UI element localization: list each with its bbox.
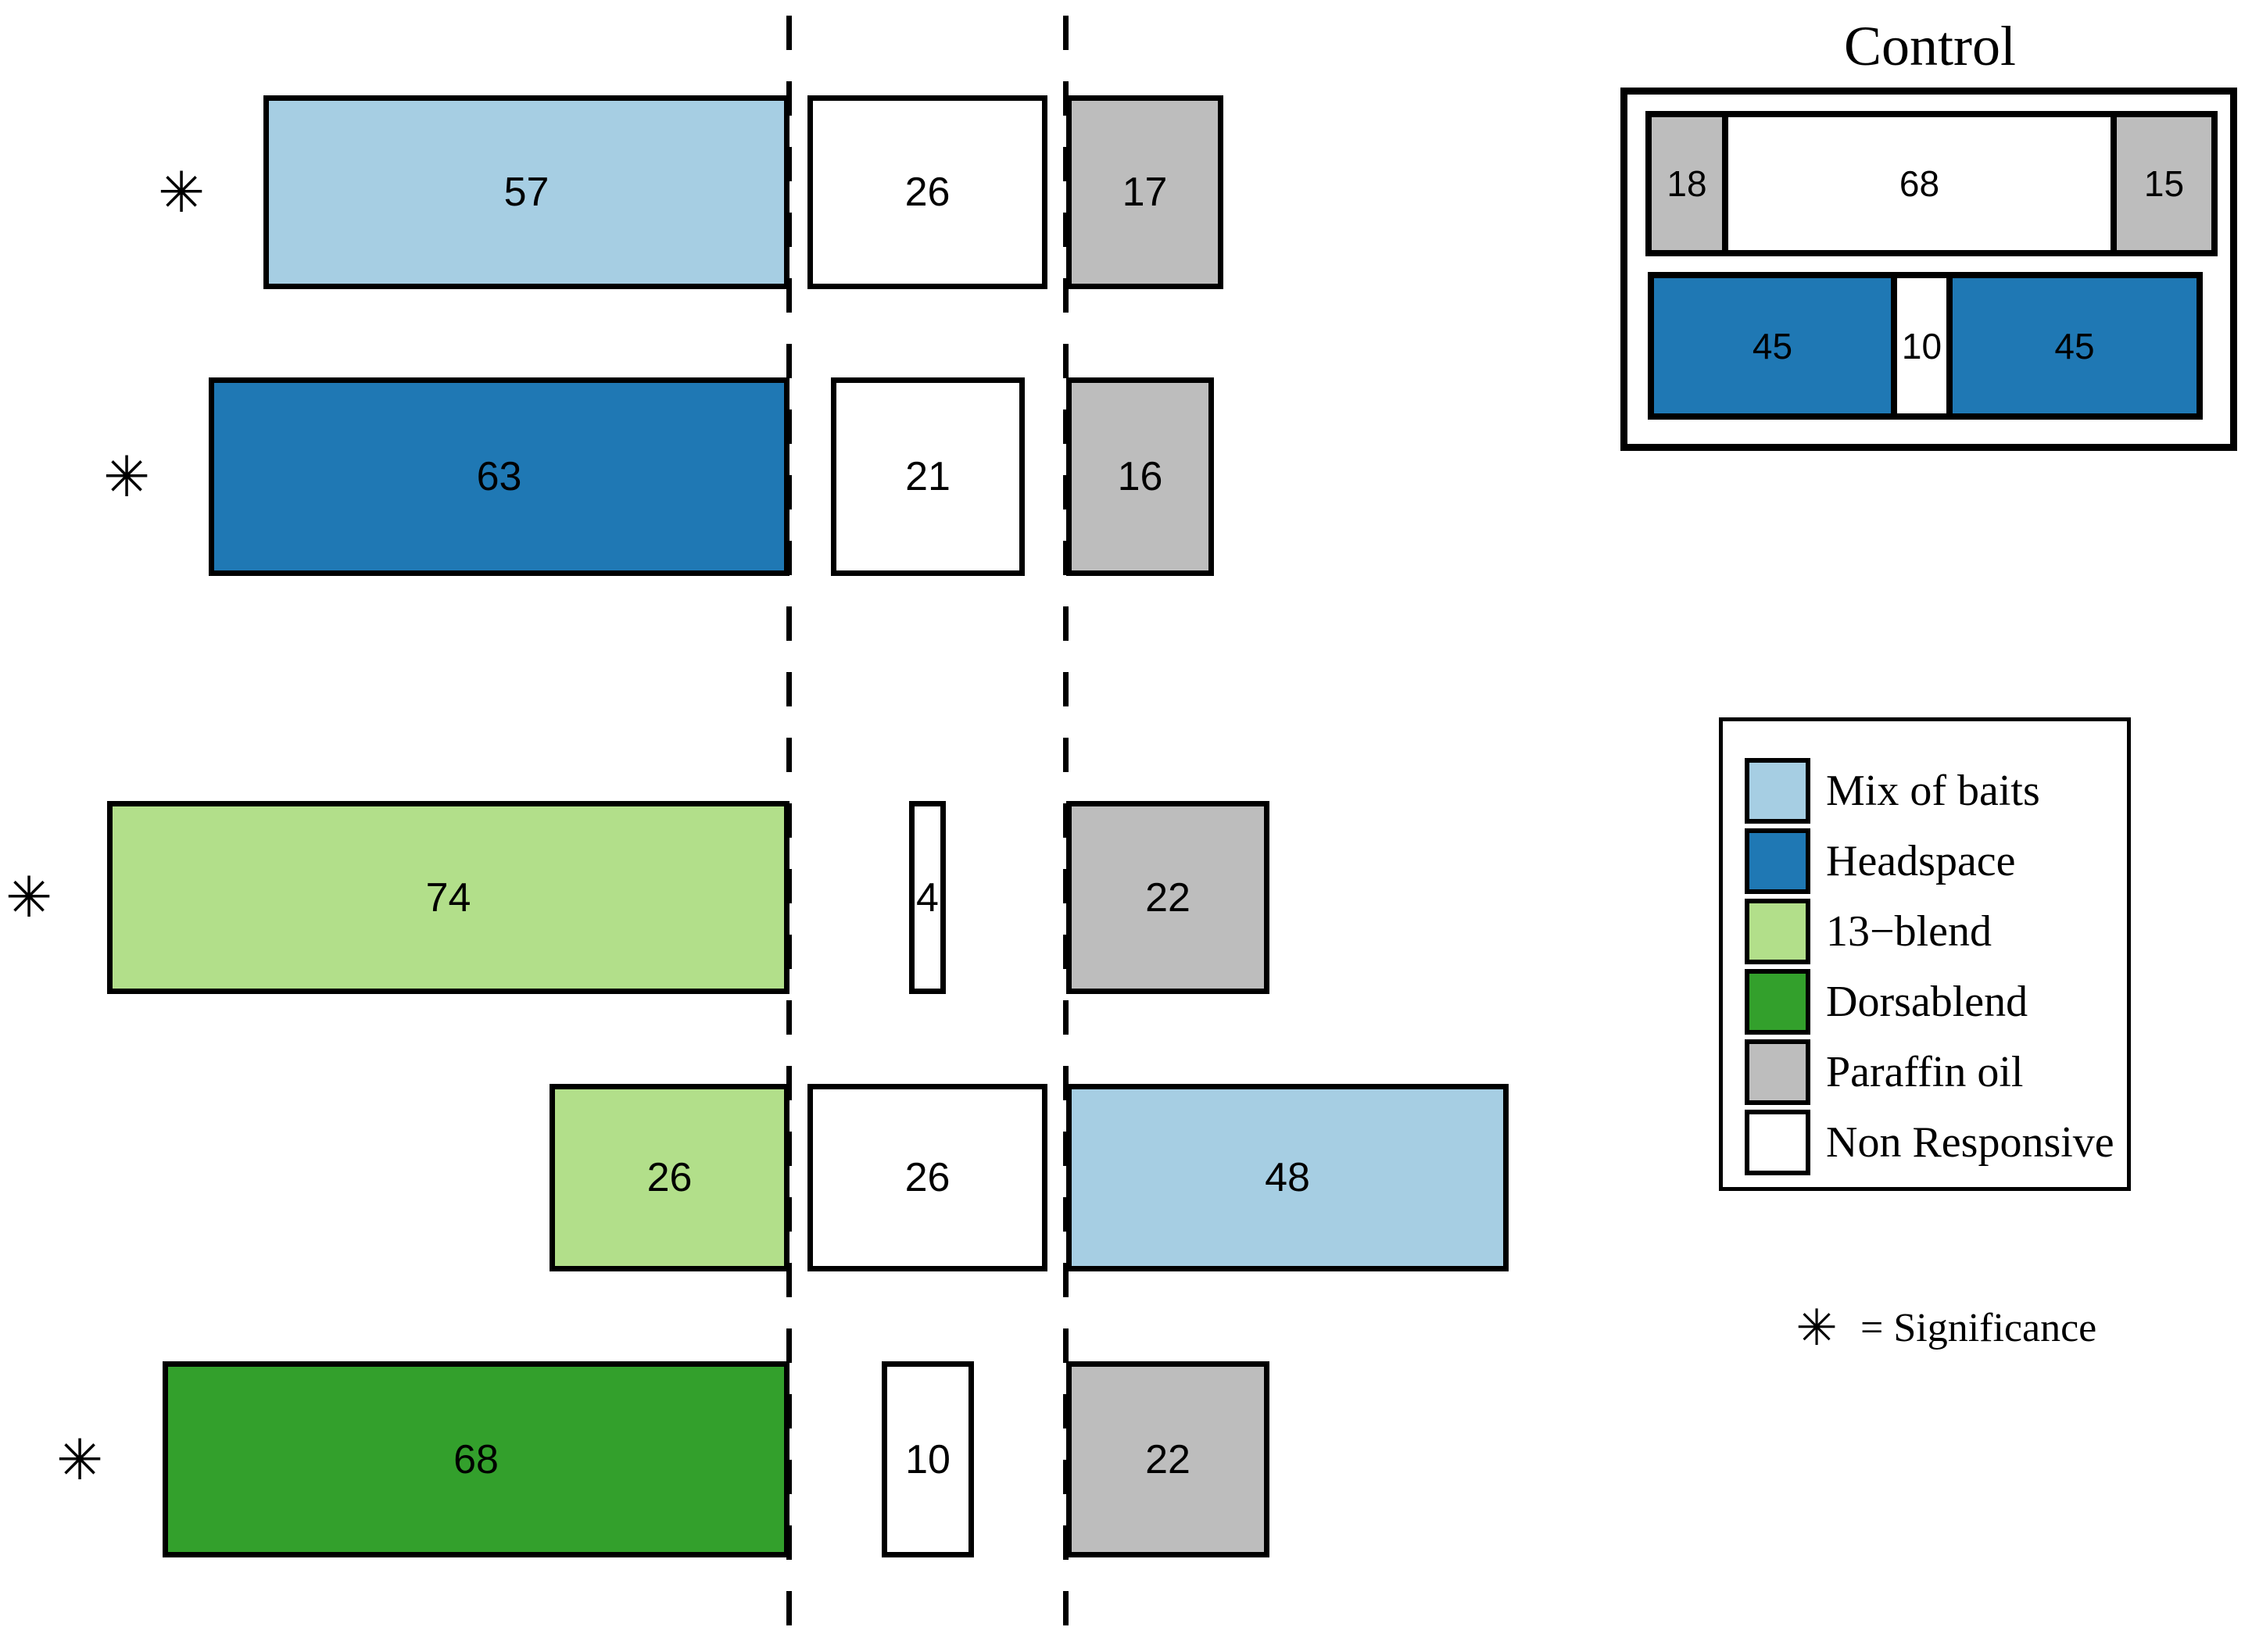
bar-row4-treatment: 26 bbox=[550, 1084, 789, 1271]
legend-swatch-13-blend bbox=[1745, 899, 1810, 964]
bar-value: 18 bbox=[1667, 163, 1707, 204]
bar-value: 45 bbox=[2054, 325, 2095, 367]
legend-label-paraffin-oil: Paraffin oil bbox=[1826, 1048, 2024, 1096]
bar-row1-treatment: 57 bbox=[263, 95, 789, 289]
bar-value: 63 bbox=[476, 454, 522, 499]
bar-value: 22 bbox=[1145, 874, 1190, 921]
bar-row3-treatment: 74 bbox=[107, 801, 789, 994]
bar-value: 10 bbox=[905, 1436, 951, 1482]
legend-swatch-paraffin-oil bbox=[1745, 1039, 1810, 1105]
bar-row1-control-side: 17 bbox=[1066, 95, 1223, 289]
bar-row2-control-side: 16 bbox=[1066, 377, 1214, 576]
bar-value: 17 bbox=[1122, 170, 1168, 215]
legend-swatch-headspace bbox=[1745, 828, 1810, 894]
significance-asterisk-icon: ✳ bbox=[157, 159, 206, 225]
control-panel-title: Control bbox=[1843, 15, 2016, 77]
control-top-nonresponsive: 68 bbox=[1722, 111, 2117, 256]
control-bottom-headspace-right: 45 bbox=[1946, 272, 2203, 420]
bar-row4-nonresponsive: 26 bbox=[807, 1084, 1047, 1271]
legend-swatch-non-responsive bbox=[1745, 1110, 1810, 1175]
bar-row2-nonresponsive: 21 bbox=[831, 377, 1025, 576]
legend-swatch-dorsablend bbox=[1745, 969, 1810, 1035]
bar-value: 26 bbox=[904, 170, 951, 215]
dashed-line-right bbox=[1063, 16, 1069, 1652]
bar-value: 68 bbox=[1899, 163, 1940, 204]
bar-value: 15 bbox=[2143, 163, 2185, 204]
control-top-paraffin-left: 18 bbox=[1645, 111, 1728, 256]
legend-label-mix-of-baits: Mix of baits bbox=[1826, 767, 2040, 815]
bar-value: 45 bbox=[1752, 325, 1793, 367]
bar-value: 4 bbox=[916, 874, 939, 921]
significance-asterisk-icon: ✳ bbox=[5, 864, 53, 930]
legend-label-non-responsive: Non Responsive bbox=[1826, 1118, 2114, 1167]
bar-value: 16 bbox=[1117, 454, 1163, 499]
legend-label-headspace: Headspace bbox=[1826, 837, 2016, 885]
bar-row3-control-side: 22 bbox=[1066, 801, 1269, 994]
bar-value: 10 bbox=[1901, 325, 1942, 367]
bar-value: 48 bbox=[1265, 1155, 1310, 1200]
control-top-paraffin-right: 15 bbox=[2111, 111, 2218, 256]
significance-asterisk-icon: ✳ bbox=[102, 444, 151, 510]
bar-value: 74 bbox=[425, 874, 471, 921]
bar-value: 68 bbox=[453, 1436, 499, 1482]
control-bottom-headspace-left: 45 bbox=[1648, 272, 1897, 420]
bar-value: 26 bbox=[646, 1155, 693, 1200]
bar-value: 57 bbox=[503, 170, 550, 215]
bar-value: 21 bbox=[905, 454, 951, 499]
bar-row5-control-side: 22 bbox=[1066, 1361, 1269, 1557]
bar-value: 26 bbox=[904, 1155, 951, 1200]
bar-row2-treatment: 63 bbox=[209, 377, 789, 576]
control-bottom-nonresponsive: 10 bbox=[1891, 272, 1953, 420]
bar-row5-treatment: 68 bbox=[163, 1361, 789, 1557]
legend-label-dorsablend: Dorsablend bbox=[1826, 978, 2028, 1026]
bar-row4-control-side: 48 bbox=[1066, 1084, 1509, 1271]
bar-row3-nonresponsive: 4 bbox=[909, 801, 946, 994]
bar-value: 22 bbox=[1145, 1436, 1190, 1482]
significance-asterisk-icon: ✳ bbox=[1796, 1300, 1838, 1357]
legend-label-13-blend: 13−blend bbox=[1826, 907, 1992, 956]
bar-row5-nonresponsive: 10 bbox=[882, 1361, 974, 1557]
significance-asterisk-icon: ✳ bbox=[55, 1427, 104, 1493]
significance-note-text: = Significance bbox=[1860, 1306, 2097, 1350]
legend-swatch-mix-of-baits bbox=[1745, 758, 1810, 824]
bar-row1-nonresponsive: 26 bbox=[807, 95, 1047, 289]
